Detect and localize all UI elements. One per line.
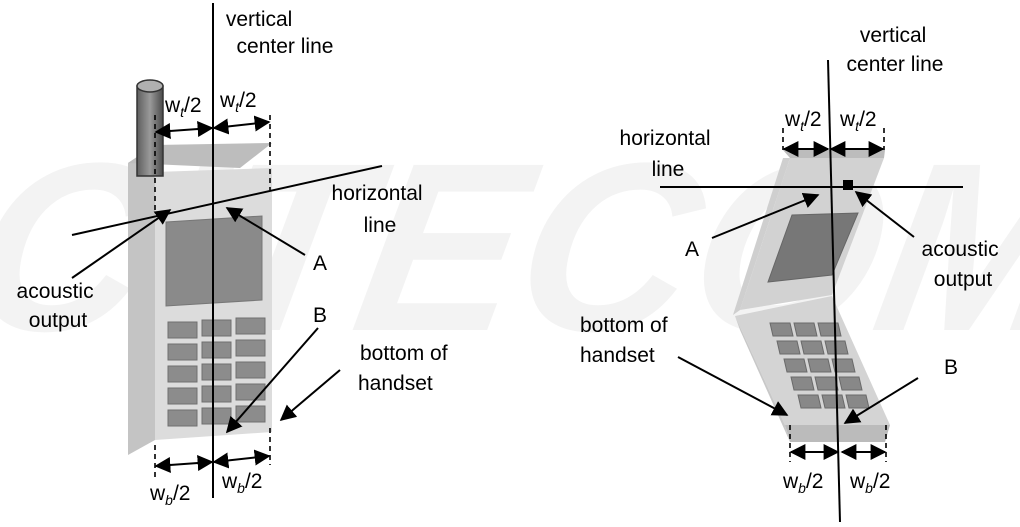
left-handset-side bbox=[128, 145, 155, 455]
left-wt-right-label: wt/2 bbox=[219, 89, 257, 115]
left-horizontal-line bbox=[71, 165, 383, 236]
keypad-key bbox=[800, 340, 825, 355]
keypad-key bbox=[235, 383, 266, 401]
right-horizontal-label: horizontal line bbox=[620, 127, 717, 181]
left-vertical-label: vertical center line bbox=[226, 8, 334, 58]
right-acoustic-pointer bbox=[854, 191, 915, 238]
right-acoustic-square bbox=[843, 180, 853, 190]
keypad-key bbox=[167, 365, 198, 383]
keypad-key bbox=[821, 394, 846, 409]
keypad-key bbox=[845, 394, 870, 409]
keypad-key bbox=[807, 358, 832, 373]
right-lid-top bbox=[783, 150, 885, 158]
left-wb-right-arrow bbox=[212, 449, 271, 469]
left-point-b-label: B bbox=[313, 304, 327, 327]
left-wb-left-label: wb/2 bbox=[149, 482, 190, 508]
keypad-key bbox=[793, 322, 818, 337]
left-handset-top bbox=[128, 143, 272, 168]
left-bottom-pointer bbox=[279, 369, 341, 422]
keypad-key bbox=[235, 317, 266, 335]
left-wb-left-arrow bbox=[154, 455, 214, 473]
left-horizontal-label: horizontal line bbox=[332, 182, 429, 237]
right-bottom-label: bottom of handset bbox=[580, 314, 673, 367]
left-b-pointer bbox=[225, 327, 319, 434]
right-wb-right-label: wb/2 bbox=[849, 470, 890, 496]
keypad-key bbox=[167, 409, 198, 427]
left-acoustic-pointer bbox=[71, 209, 172, 279]
keypad-key bbox=[235, 339, 266, 357]
left-antenna bbox=[136, 79, 164, 177]
keypad-key bbox=[838, 376, 863, 391]
keypad-key bbox=[201, 385, 232, 403]
keypad-key bbox=[235, 405, 266, 423]
keypad-key bbox=[769, 322, 794, 337]
right-keypad bbox=[769, 322, 870, 409]
left-acoustic-label: acoustic output bbox=[17, 280, 100, 332]
keypad-key bbox=[201, 363, 232, 381]
right-point-a-label: A bbox=[685, 238, 699, 261]
keypad-key bbox=[201, 319, 232, 337]
left-wt-right-arrow bbox=[212, 115, 271, 135]
right-display bbox=[767, 212, 859, 283]
keypad-key bbox=[831, 358, 856, 373]
keypad-key bbox=[790, 376, 815, 391]
keypad-key bbox=[201, 341, 232, 359]
keypad-key bbox=[797, 394, 822, 409]
left-a-pointer bbox=[225, 207, 306, 256]
keypad-key bbox=[817, 322, 842, 337]
keypad-key bbox=[167, 387, 198, 405]
right-a-pointer bbox=[711, 192, 820, 239]
left-bottom-label: bottom of handset bbox=[358, 342, 453, 395]
right-vertical-label: vertical center line bbox=[847, 24, 944, 76]
keypad-key bbox=[201, 407, 232, 425]
keypad-key bbox=[814, 376, 839, 391]
right-wt-right-label: wt/2 bbox=[839, 108, 877, 134]
left-wb-right-label: wb/2 bbox=[221, 470, 262, 496]
right-point-b-label: B bbox=[944, 356, 958, 379]
right-acoustic-label: acoustic output bbox=[922, 238, 1005, 291]
left-point-a-label: A bbox=[313, 252, 327, 275]
left-wt-left-arrow bbox=[154, 121, 214, 139]
left-keypad bbox=[167, 317, 266, 427]
keypad-key bbox=[824, 340, 849, 355]
keypad-key bbox=[776, 340, 801, 355]
right-wt-left-label: wt/2 bbox=[784, 108, 822, 134]
right-b-pointer bbox=[843, 377, 919, 424]
keypad-key bbox=[167, 343, 198, 361]
right-bottom-pointer bbox=[677, 356, 789, 416]
keypad-key bbox=[235, 361, 266, 379]
right-lid-side bbox=[733, 158, 790, 315]
keypad-key bbox=[783, 358, 808, 373]
keypad-key bbox=[167, 321, 198, 339]
left-wt-left-label: wt/2 bbox=[164, 94, 202, 120]
right-wb-left-label: wb/2 bbox=[782, 470, 823, 496]
